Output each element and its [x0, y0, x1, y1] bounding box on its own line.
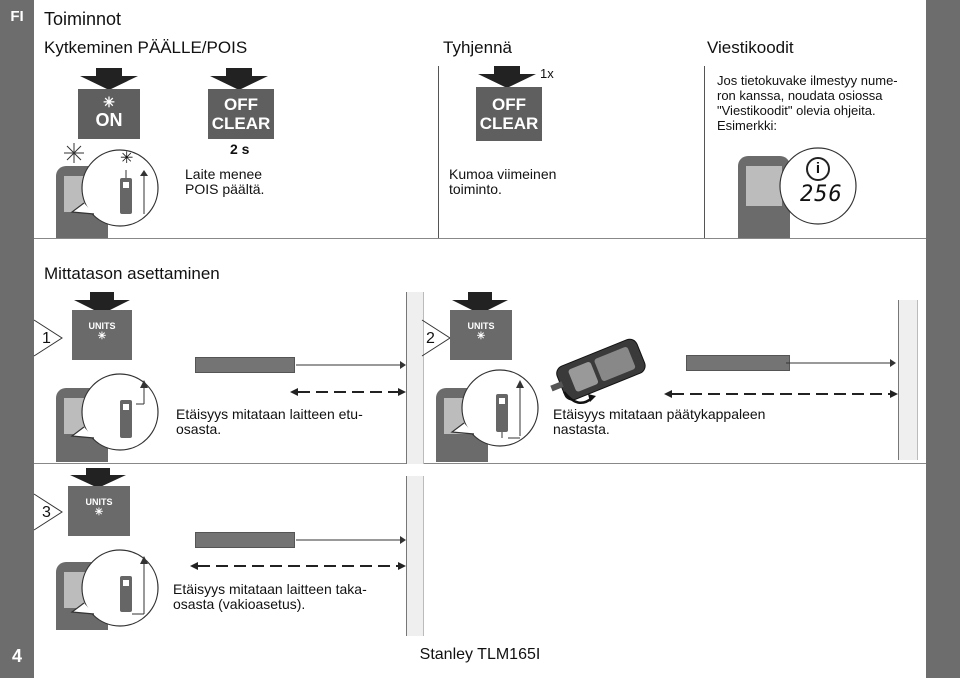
right-sidebar — [926, 0, 960, 678]
press-count: 1x — [540, 66, 554, 81]
step-number: 3 — [42, 504, 51, 521]
step-description: Etäisyys mitataan laitteen taka- osasta … — [173, 581, 367, 612]
step-description: Etäisyys mitataan laitteen etu- osasta. — [176, 406, 363, 437]
press-arrow-icon — [80, 68, 138, 90]
press-arrow-icon — [70, 468, 126, 488]
off-clear-key: OFF CLEAR — [476, 87, 542, 141]
units-key: UNITS ✳ — [72, 310, 132, 360]
units-key: UNITS ✳ — [450, 310, 512, 360]
distance-dashed-line — [290, 388, 406, 396]
device-with-end-piece — [550, 338, 646, 405]
distance-arrow — [296, 536, 406, 544]
reference-front-icon — [120, 380, 148, 438]
units-symbol-icon: ✳ — [476, 331, 486, 342]
press-arrow-icon — [210, 68, 268, 90]
distance-arrow — [296, 361, 406, 369]
onoff-description: Laite menee POIS päältä. — [185, 166, 265, 197]
target-wall — [406, 292, 424, 464]
message-code: 256 — [800, 182, 843, 207]
reference-rear-icon — [120, 556, 148, 615]
row-divider-1 — [34, 238, 926, 239]
laser-burst-icon — [64, 143, 84, 163]
hold-duration: 2 s — [230, 141, 250, 157]
left-sidebar — [0, 0, 34, 678]
step-marker — [33, 319, 63, 357]
distance-arrow — [786, 359, 896, 367]
press-arrow-icon — [74, 292, 130, 314]
display-zoom-bubble — [779, 147, 857, 225]
units-symbol-icon: ✳ — [94, 507, 104, 518]
press-arrow-icon — [478, 66, 536, 88]
step-marker — [33, 493, 63, 531]
col-divider-clear — [438, 66, 439, 238]
target-wall — [406, 476, 424, 636]
clear-description: Kumoa viimeinen toiminto. — [449, 166, 557, 197]
device-mini-icon — [120, 170, 148, 214]
page-title: Toiminnot — [44, 9, 122, 29]
onoff-heading: Kytkeminen PÄÄLLE/POIS — [44, 38, 248, 57]
off-clear-key: OFF CLEAR — [208, 89, 274, 139]
row-divider-2 — [34, 463, 926, 464]
laser-star-icon: ✳ — [103, 94, 115, 110]
device-side-view — [195, 357, 295, 373]
messages-heading: Viestikoodit — [707, 38, 794, 57]
device-side-view — [686, 355, 790, 371]
step-description: Etäisyys mitataan päätykappaleen nastast… — [553, 406, 766, 437]
footer-model: Stanley TLM165I — [419, 646, 541, 663]
language-tab: FI — [10, 8, 24, 25]
on-key: ✳ ON — [78, 89, 140, 139]
laser-star-icon: ✳ — [120, 150, 134, 167]
units-symbol-icon: ✳ — [97, 331, 107, 342]
messages-description: Jos tietokuvake ilmestyy nume- ron kanss… — [717, 73, 898, 133]
press-arrow-icon — [452, 292, 508, 314]
info-icon: i — [806, 157, 830, 181]
step-number: 1 — [42, 330, 51, 347]
step-number: 2 — [426, 330, 435, 347]
col-divider-messages — [704, 66, 705, 238]
clear-heading: Tyhjennä — [443, 38, 512, 57]
distance-dashed-line — [190, 562, 406, 570]
distance-dashed-line — [664, 390, 898, 398]
device-side-view — [195, 532, 295, 548]
reference-pin-icon — [496, 380, 524, 439]
units-key: UNITS ✳ — [68, 486, 130, 536]
target-wall — [898, 300, 918, 460]
reference-heading: Mittatason asettaminen — [44, 264, 220, 283]
page-number: 4 — [11, 646, 22, 666]
